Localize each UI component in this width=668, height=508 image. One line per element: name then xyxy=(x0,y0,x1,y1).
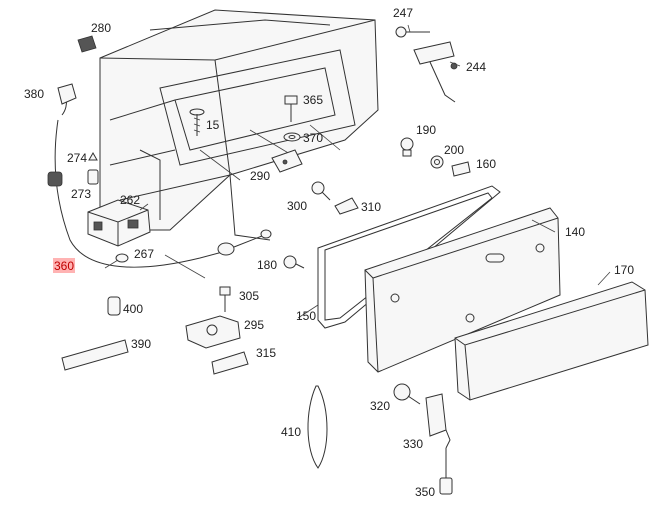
plate-315 xyxy=(211,351,249,375)
label-330[interactable]: 330 xyxy=(403,437,423,451)
label-390[interactable]: 390 xyxy=(131,337,151,351)
clip-380 xyxy=(57,83,77,105)
clip-160 xyxy=(451,161,471,177)
label-247[interactable]: 247 xyxy=(393,6,413,20)
bowden-cable xyxy=(47,93,272,268)
latch-295 xyxy=(185,315,241,349)
label-273[interactable]: 273 xyxy=(71,187,91,201)
outer-door-170 xyxy=(454,281,649,401)
label-360-highlight xyxy=(53,258,75,273)
label-180[interactable]: 180 xyxy=(257,258,277,272)
label-200[interactable]: 200 xyxy=(444,143,464,157)
label-380[interactable]: 380 xyxy=(24,87,44,101)
inner-panel-140 xyxy=(364,207,561,373)
hinge-244 xyxy=(413,41,458,103)
triangle-274 xyxy=(88,151,98,161)
washer-370 xyxy=(283,132,301,142)
bolt-305 xyxy=(219,286,231,312)
label-290[interactable]: 290 xyxy=(250,169,270,183)
bolt-300 xyxy=(311,181,331,201)
grommet-267 xyxy=(115,253,206,279)
label-280[interactable]: 280 xyxy=(91,21,111,35)
glovebox-housing xyxy=(99,9,379,241)
label-170[interactable]: 170 xyxy=(614,263,634,277)
label-150[interactable]: 150 xyxy=(296,309,316,323)
label-274[interactable]: 274 xyxy=(67,151,87,165)
plug-273 xyxy=(87,169,99,185)
label-160[interactable]: 160 xyxy=(476,157,496,171)
leader-lines xyxy=(104,24,611,319)
label-244[interactable]: 244 xyxy=(466,60,486,74)
label-320[interactable]: 320 xyxy=(370,399,390,413)
part-labels: 280 380 274 273 262 267 360 15 365 370 2… xyxy=(24,6,634,499)
label-140[interactable]: 140 xyxy=(565,225,585,239)
bracket-290 xyxy=(271,149,303,173)
screw-320 xyxy=(393,383,421,405)
lock-cylinder-350 xyxy=(439,448,453,495)
label-305[interactable]: 305 xyxy=(239,289,259,303)
screw-247 xyxy=(395,26,430,38)
bolt-365 xyxy=(284,95,298,122)
lock-330 xyxy=(425,393,451,449)
label-190[interactable]: 190 xyxy=(416,123,436,137)
label-315[interactable]: 315 xyxy=(256,346,276,360)
screw-15 xyxy=(189,108,205,136)
screw-180 xyxy=(283,255,305,269)
cap-280 xyxy=(77,35,97,53)
clip-310 xyxy=(334,197,359,215)
label-365[interactable]: 365 xyxy=(303,93,323,107)
label-360[interactable]: 360 xyxy=(54,259,74,273)
washer-200 xyxy=(430,155,444,169)
cap-400 xyxy=(107,296,121,316)
label-400[interactable]: 400 xyxy=(123,302,143,316)
strap-410 xyxy=(307,385,328,469)
lock-assembly xyxy=(87,199,151,247)
bumper-190 xyxy=(400,137,414,157)
label-267[interactable]: 267 xyxy=(134,247,154,261)
label-310[interactable]: 310 xyxy=(361,200,381,214)
label-300[interactable]: 300 xyxy=(287,199,307,213)
label-295[interactable]: 295 xyxy=(244,318,264,332)
label-262[interactable]: 262 xyxy=(120,193,140,207)
label-350[interactable]: 350 xyxy=(415,485,435,499)
label-410[interactable]: 410 xyxy=(281,425,301,439)
label-370[interactable]: 370 xyxy=(303,131,323,145)
label-15[interactable]: 15 xyxy=(206,118,220,132)
strip-390 xyxy=(61,339,129,371)
